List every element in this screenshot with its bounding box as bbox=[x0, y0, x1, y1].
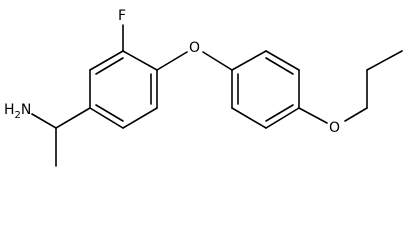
bond bbox=[265, 50, 300, 71]
amine-label: H2N bbox=[4, 102, 31, 121]
bond bbox=[122, 107, 158, 129]
propoxy-oxygen-label: O bbox=[329, 120, 340, 136]
bond bbox=[95, 104, 124, 122]
chemical-structure: F O O H2N bbox=[4, 8, 403, 167]
right-benzene-ring bbox=[231, 50, 300, 129]
bond bbox=[265, 107, 300, 129]
bond bbox=[95, 57, 124, 75]
bond bbox=[265, 57, 294, 75]
bond bbox=[156, 51, 188, 71]
bond bbox=[55, 107, 91, 129]
left-benzene-ring bbox=[89, 50, 158, 129]
bond bbox=[89, 50, 124, 71]
bond bbox=[202, 51, 233, 71]
bond bbox=[231, 107, 267, 129]
ether-oxygen-label: O bbox=[189, 40, 200, 56]
bond bbox=[231, 50, 267, 71]
fluorine-label: F bbox=[118, 8, 126, 24]
bond bbox=[31, 113, 57, 129]
bond bbox=[122, 50, 158, 71]
bond bbox=[344, 107, 368, 122]
bond bbox=[265, 104, 294, 122]
bond bbox=[366, 50, 403, 71]
bond bbox=[298, 107, 328, 124]
bond bbox=[89, 107, 124, 129]
